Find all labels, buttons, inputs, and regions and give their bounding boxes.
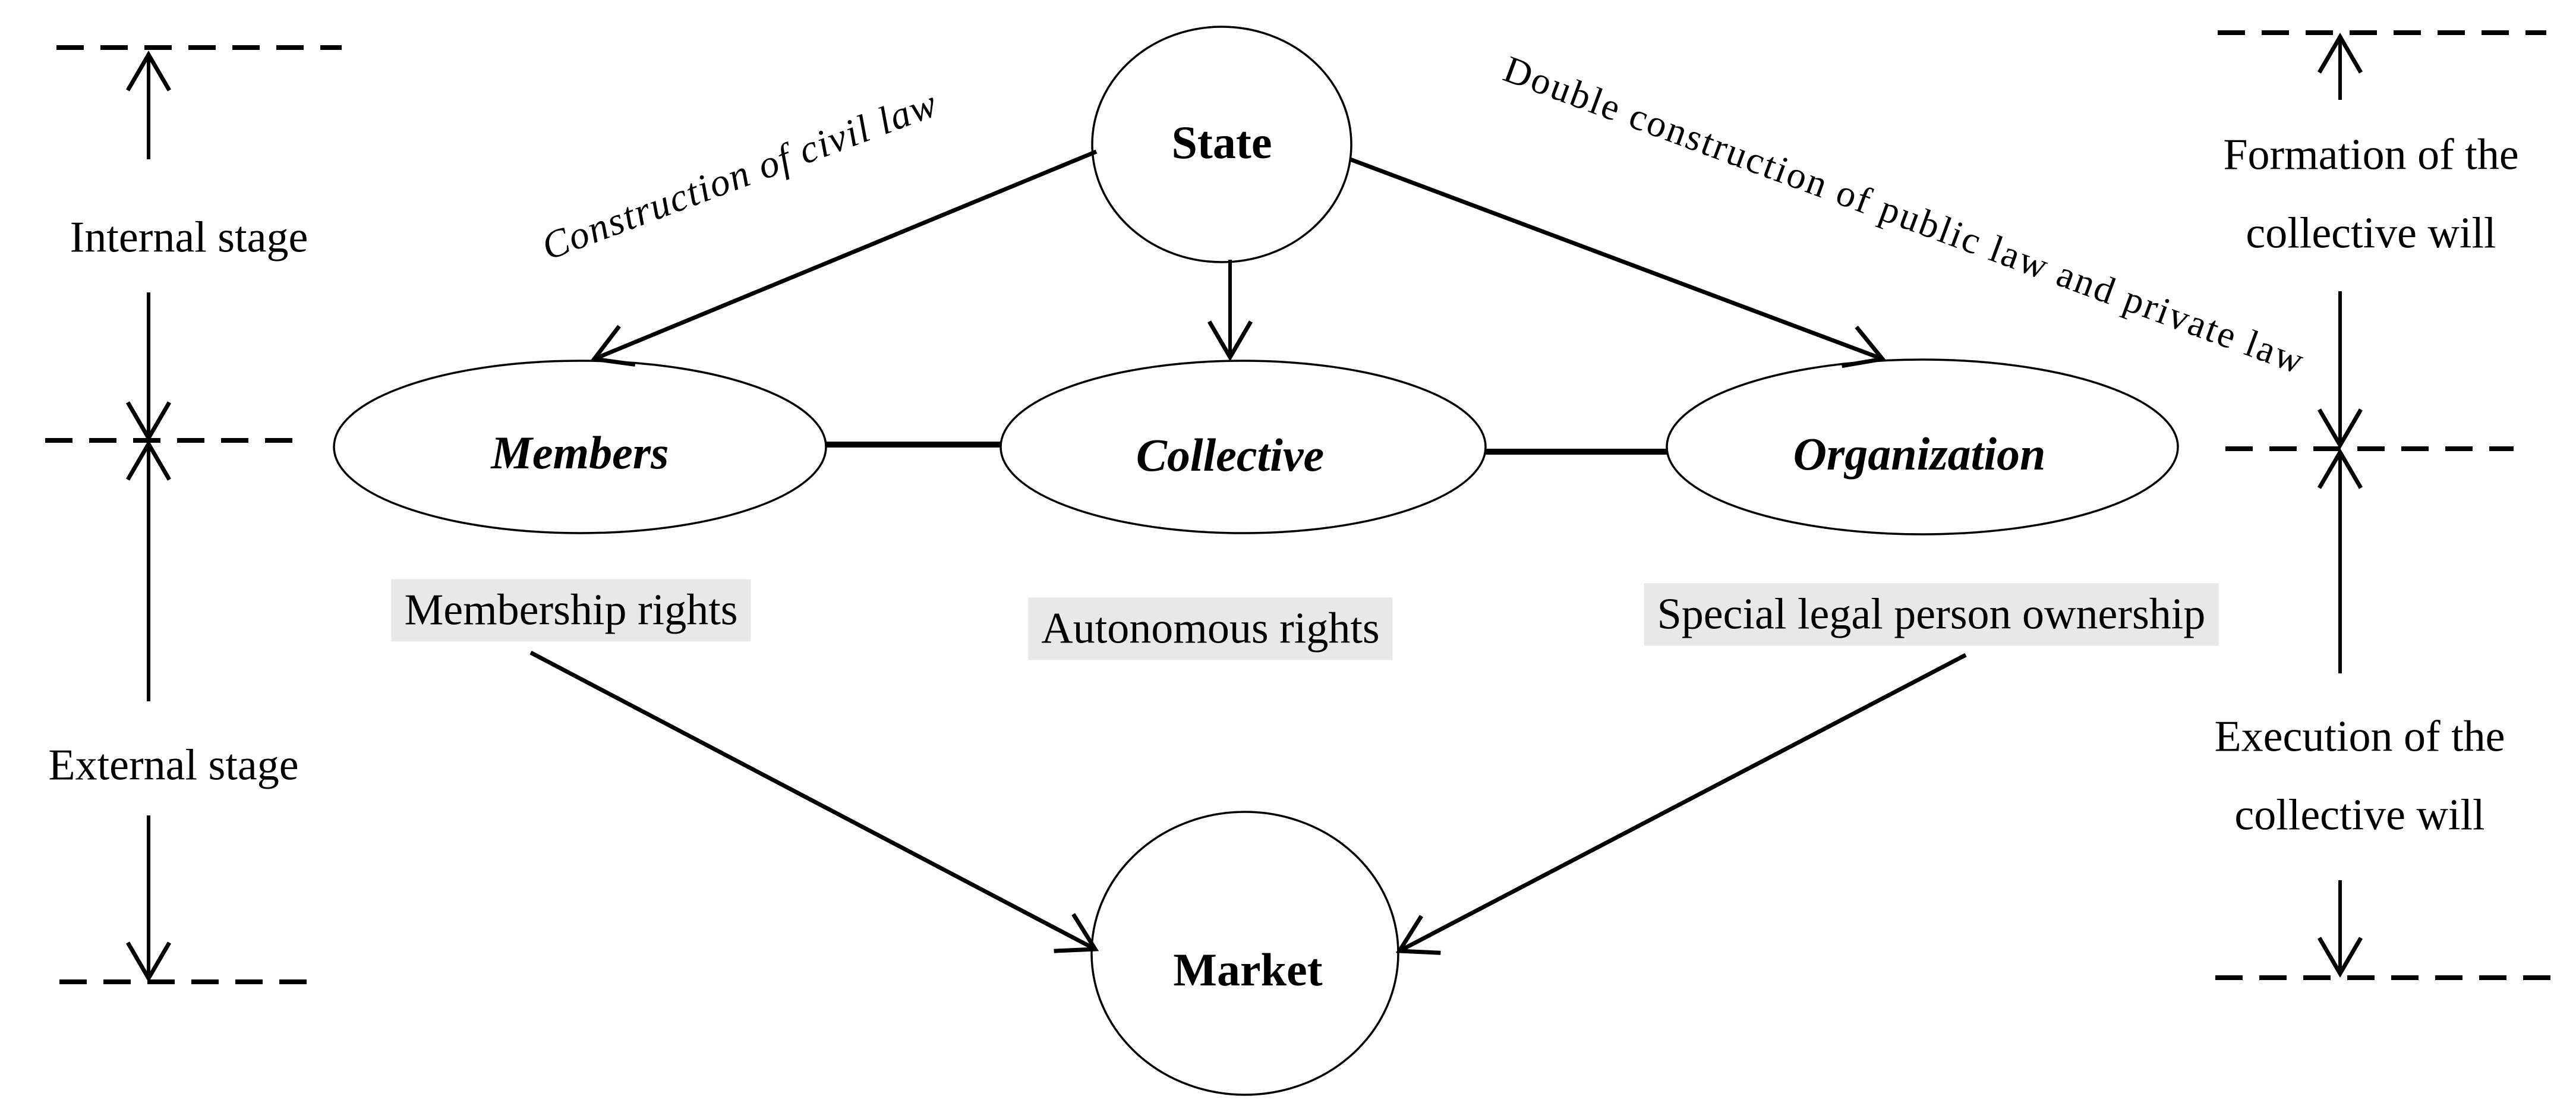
autonomous-rights-label: Autonomous rights xyxy=(1028,597,1393,660)
formation-line-1: Formation of the xyxy=(2223,130,2519,179)
state-to-organization-arrow xyxy=(1349,157,1887,368)
state-circle xyxy=(1091,26,1352,263)
collective-node-label: Collective xyxy=(1136,429,1325,481)
special-legal-person-ownership-label: Special legal person ownership xyxy=(1644,583,2219,646)
organization-ellipse xyxy=(1666,358,2179,535)
organization-to-market-arrow xyxy=(1395,653,1967,955)
state-to-members-arrow xyxy=(590,149,1098,367)
formation-line-2: collective will xyxy=(2246,209,2496,257)
external-stage-label: External stage xyxy=(48,741,299,790)
members-to-market-arrow xyxy=(529,650,1099,953)
internal-stage-label: Internal stage xyxy=(70,213,308,262)
members-node-label: Members xyxy=(491,427,669,479)
organization-node-label: Organization xyxy=(1793,428,2046,480)
market-node-label: Market xyxy=(1173,944,1323,996)
formation-of-collective-will-label: Formation of the collective will xyxy=(2223,116,2518,272)
membership-rights-label: Membership rights xyxy=(391,579,751,642)
execution-line-2: collective will xyxy=(2234,790,2485,839)
execution-of-collective-will-label: Execution of the collective will xyxy=(2214,698,2505,854)
execution-line-1: Execution of the xyxy=(2214,712,2505,761)
state-node-label: State xyxy=(1171,116,1272,169)
